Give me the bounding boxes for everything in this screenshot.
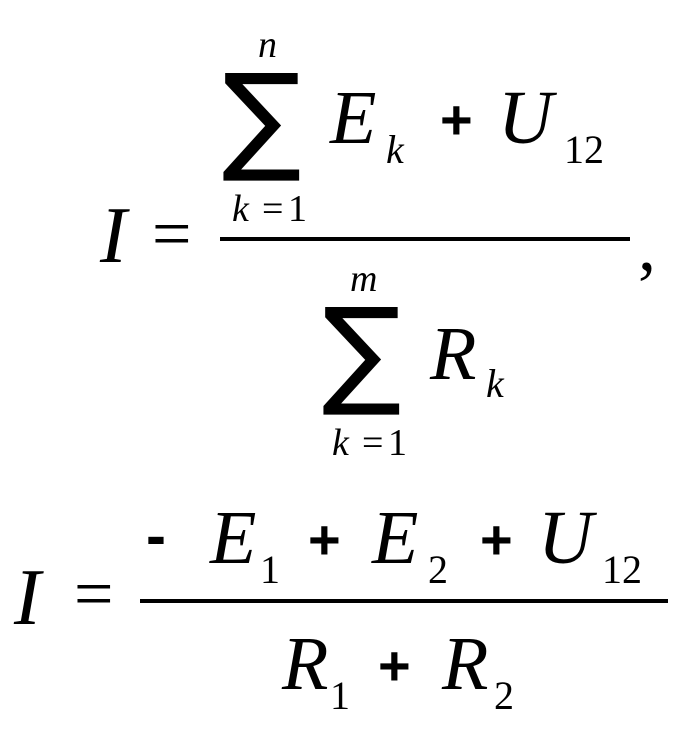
voltage-subscript-12: 12	[564, 127, 604, 172]
voltage-symbol-u: U	[538, 496, 593, 580]
equals-sign: =	[74, 556, 114, 633]
summation-icon: ∑	[322, 282, 402, 420]
resistance-symbol-r2: R	[442, 622, 489, 706]
sum-lower-one: 1	[288, 188, 307, 230]
fraction-bar	[140, 599, 668, 603]
sum-lower-var: k	[332, 422, 349, 464]
voltage-symbol-u: U	[498, 76, 553, 160]
voltage-subscript-12: 12	[602, 547, 642, 592]
plus-sign: +	[378, 634, 411, 697]
comma: ,	[638, 206, 656, 286]
sum-upper-limit-n: n	[258, 24, 277, 66]
resistance-symbol-r1: R	[282, 622, 329, 706]
resistance-subscript-2: 2	[494, 673, 514, 718]
current-symbol-i: I	[14, 554, 41, 642]
emf-symbol-e: E	[330, 76, 377, 160]
sum-upper-limit-m: m	[350, 258, 378, 300]
equals-sign: =	[152, 196, 192, 273]
emf-subscript-k: k	[386, 127, 404, 172]
resistance-symbol-r: R	[430, 312, 477, 396]
sum-lower-var: k	[232, 188, 249, 230]
sum-lower-equals: =	[262, 188, 284, 230]
emf-subscript-1: 1	[260, 547, 280, 592]
resistance-subscript-1: 1	[330, 673, 350, 718]
sum-lower-equals: =	[362, 422, 384, 464]
plus-sign: +	[480, 508, 513, 571]
fraction-bar	[220, 237, 630, 241]
emf-symbol-e1: E	[210, 496, 257, 580]
plus-sign: +	[440, 88, 473, 151]
minus-sign: -	[146, 502, 166, 569]
emf-subscript-2: 2	[428, 547, 448, 592]
current-symbol-i: I	[100, 192, 127, 280]
emf-symbol-e2: E	[372, 496, 419, 580]
resistance-subscript-k: k	[486, 361, 504, 406]
sum-lower-one: 1	[388, 422, 407, 464]
summation-icon: ∑	[222, 48, 302, 186]
plus-sign: +	[308, 508, 341, 571]
